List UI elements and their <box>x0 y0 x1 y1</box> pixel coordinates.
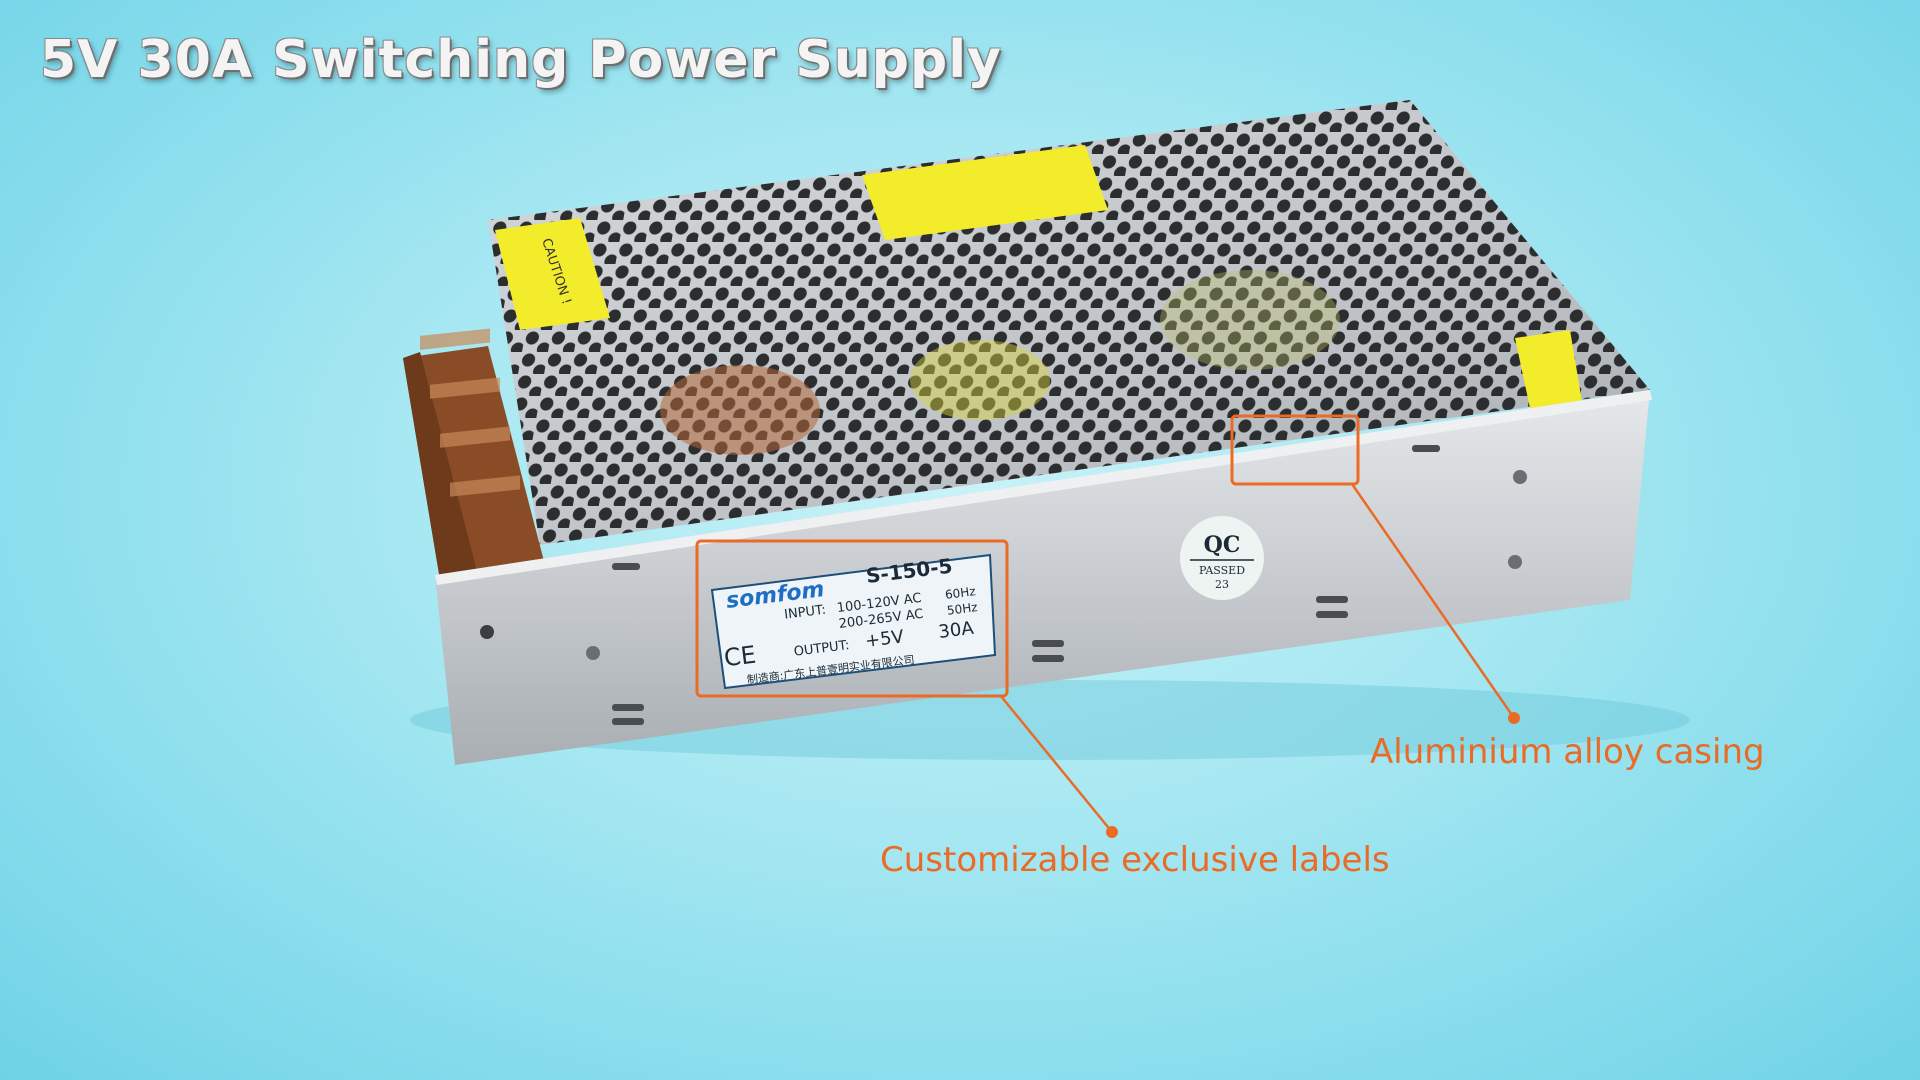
callout-labels-marker <box>695 539 1118 838</box>
output-label: OUTPUT: <box>793 638 850 660</box>
page-title: 5V 30A Switching Power Supply <box>40 30 1002 90</box>
output-current: 30A <box>937 618 975 643</box>
terminal-block <box>403 328 545 580</box>
caution-sticker: CAUTION ! <box>495 218 610 330</box>
qc-passed: PASSED <box>1199 564 1245 577</box>
qc-number: 23 <box>1215 578 1229 591</box>
freq-1: 60Hz <box>944 584 976 602</box>
qc-title: QC <box>1204 532 1241 558</box>
freq-2: 50Hz <box>946 600 978 618</box>
callout-casing-text: Aluminium alloy casing <box>1370 732 1765 772</box>
callout-labels-text: Customizable exclusive labels <box>880 840 1390 880</box>
top-sticker <box>862 145 1108 240</box>
callout-casing-marker <box>1230 414 1520 724</box>
input-label: INPUT: <box>783 603 826 623</box>
output-voltage: +5V <box>864 626 906 652</box>
ce-mark: CE <box>722 641 757 673</box>
product-label: somfom S-150-5 INPUT: 100-120V AC 60Hz 2… <box>710 554 997 690</box>
qc-sticker: QC PASSED 23 <box>1180 516 1264 600</box>
